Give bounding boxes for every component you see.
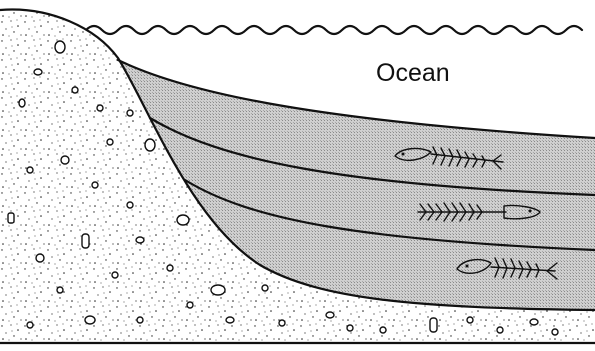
- water-surface-wave: [86, 26, 582, 34]
- ocean-label: Ocean: [376, 59, 450, 87]
